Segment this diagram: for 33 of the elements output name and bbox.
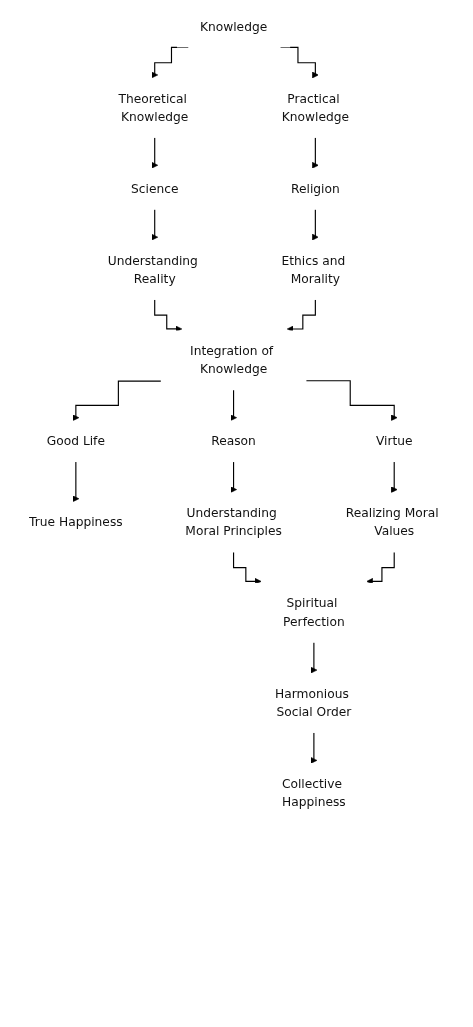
node-text: Harmonious Social Order bbox=[275, 686, 352, 720]
node-text: Integration of Knowledge bbox=[190, 343, 274, 377]
node-text: Good Life bbox=[46, 433, 105, 449]
node-text: True Happiness bbox=[29, 514, 123, 530]
node-text: Practical Knowledge bbox=[281, 91, 349, 124]
arrow bbox=[72, 380, 162, 422]
arrow bbox=[305, 380, 398, 422]
arrow bbox=[230, 389, 237, 422]
node-text: Virtue bbox=[375, 433, 413, 449]
arrow bbox=[286, 299, 316, 333]
arrow bbox=[310, 732, 318, 764]
node-text: Religion bbox=[291, 181, 340, 196]
arrow bbox=[151, 209, 159, 241]
node-text: Realizing Moral Values bbox=[345, 505, 439, 539]
arrow bbox=[230, 461, 237, 493]
arrow bbox=[154, 299, 183, 333]
node-text: Collective Happiness bbox=[281, 776, 346, 810]
arrow bbox=[312, 137, 319, 169]
arrow bbox=[312, 209, 319, 241]
arrow bbox=[151, 137, 159, 169]
node-text: Ethics and Morality bbox=[281, 253, 346, 287]
node-text: Understanding Moral Principles bbox=[185, 505, 282, 539]
node-text: Understanding Reality bbox=[107, 253, 198, 287]
node-text: Spiritual Perfection bbox=[283, 595, 345, 629]
node-text: Science bbox=[130, 181, 179, 196]
arrow bbox=[72, 461, 80, 503]
arrow bbox=[310, 642, 318, 674]
node-text: Knowledge bbox=[199, 19, 268, 34]
arrow bbox=[390, 461, 398, 493]
arrow bbox=[233, 551, 262, 585]
arrow bbox=[366, 551, 395, 585]
node-text: Reason bbox=[211, 433, 256, 449]
node-text: Theoretical Knowledge bbox=[118, 91, 189, 124]
